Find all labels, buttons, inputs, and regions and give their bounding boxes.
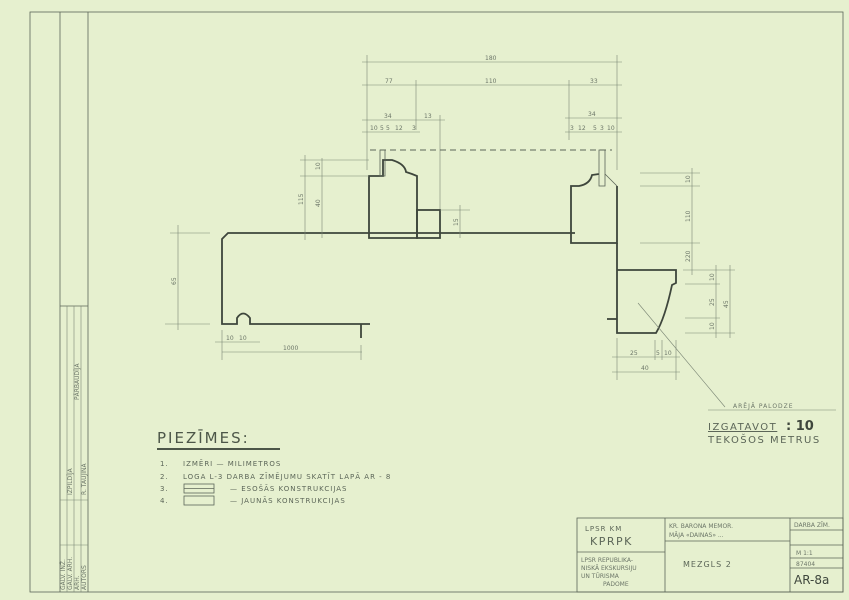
strip-text: R. TAUJINA	[81, 463, 88, 495]
dim-10: 10	[709, 322, 716, 330]
note-num: 2.	[160, 473, 169, 481]
left-section-profile: 115 10 40 15 65 10 10 1000	[165, 149, 575, 360]
dim-10: 10	[709, 273, 716, 281]
dim-small: 12	[578, 125, 586, 132]
right-section-profile: 10 110 220 10 25 45 10 25 5 10 40	[570, 149, 836, 411]
note-num: 1.	[160, 460, 169, 468]
dim-25: 25	[630, 350, 638, 357]
dim-10: 10	[239, 335, 247, 342]
leader-label: ARĒJĀ PALODZE	[733, 403, 794, 410]
note-text: LOGA L-3 DARBA ZĪMĒJUMU SKATĪT LAPĀ AR -…	[183, 472, 391, 481]
dim-left-34: 34	[384, 113, 392, 120]
notes-title: PIEZĪMES:	[157, 429, 250, 447]
note-num: 4.	[160, 497, 169, 505]
make-label: IZGATAVOT	[708, 422, 777, 433]
project-name: KR. BARONA MEMOR.	[669, 523, 733, 530]
dim-45: 45	[723, 300, 730, 308]
dim-small: 5	[386, 125, 390, 132]
dim-small: 5	[593, 125, 597, 132]
dim-115: 115	[298, 193, 305, 205]
project-name: MĀJA «DAINAS» ...	[669, 532, 724, 539]
dim-small: 5	[380, 125, 384, 132]
drawing-code: 87404	[796, 561, 815, 568]
dim-right-34: 34	[588, 111, 596, 118]
sheet-title: MEZGLS 2	[683, 560, 732, 569]
title-block: LPSR KM KPRPK LPSR REPUBLIKA- NISKĀ EKSK…	[576, 517, 844, 593]
make-qty: : 10	[786, 419, 814, 434]
note-text: — ESOŠĀS KONSTRUKCIJAS	[230, 484, 348, 493]
org-name: LPSR KM	[585, 525, 622, 533]
strip-text: AUTORS	[81, 565, 88, 590]
strip-text: PĀRBAUDĪJA	[74, 362, 81, 400]
notes: PIEZĪMES: 1. IZMĒRI — MILIMETROS 2. LOGA…	[157, 429, 391, 506]
dim-small: 3	[570, 125, 574, 132]
unit-label: TEKOŠOS METRUS	[707, 433, 821, 446]
dim-small: 3	[412, 125, 416, 132]
dim-small: 10	[607, 125, 615, 132]
dim-15: 15	[453, 218, 460, 226]
dim-10: 10	[315, 162, 322, 170]
dim-110: 110	[685, 210, 692, 222]
callout: ARĒJĀ PALODZE IZGATAVOT : 10 TEKOŠOS MET…	[707, 403, 821, 446]
dim-10: 10	[685, 175, 692, 183]
dim-40: 40	[641, 365, 649, 372]
new-construction-swatch	[183, 495, 215, 506]
dim-overall: 180	[485, 55, 497, 62]
note-text: IZMĒRI — MILIMETROS	[183, 459, 281, 468]
strip-text: IZPILDĪJA	[67, 467, 74, 495]
dim-small: 10	[370, 125, 378, 132]
strip-text: GALV. ARH.	[67, 557, 74, 590]
dim-5: 5	[656, 350, 660, 357]
dim-left-13: 13	[424, 113, 432, 120]
outer-frame	[29, 11, 844, 593]
org-line: LPSR REPUBLIKA-	[581, 557, 633, 564]
dim-middle: 110	[485, 78, 497, 85]
scale: M 1:1	[796, 550, 813, 557]
org-abbr: KPRPK	[590, 535, 633, 548]
org-line: NISKĀ EKSKURSIJU	[581, 565, 637, 572]
note-num: 3.	[160, 485, 169, 493]
sheet-number: AR-8a	[794, 573, 829, 587]
dim-small: 12	[395, 125, 403, 132]
sheet-type: DARBA ZĪM.	[794, 522, 830, 529]
side-strip-text: GALV. INŽ. GALV. ARH. ARH. AUTORS IZPILD…	[59, 362, 88, 590]
dim-220: 220	[685, 250, 692, 262]
strip-text: GALV. INŽ.	[59, 559, 67, 590]
dim-10: 10	[226, 335, 234, 342]
dim-40: 40	[315, 199, 322, 207]
dim-25: 25	[709, 298, 716, 306]
top-dimensions: 180 77 110 33 34 13 34 10 5 5 12 3 3 12 …	[362, 55, 622, 210]
dim-right-part: 33	[590, 78, 598, 85]
note-text: — JAUNĀS KONSTRUKCIJAS	[230, 496, 346, 505]
dim-10: 10	[664, 350, 672, 357]
org-line: UN TŪRISMA	[581, 573, 620, 580]
strip-text: ARH.	[74, 575, 81, 590]
dim-65: 65	[171, 277, 178, 285]
dim-1000: 1000	[283, 345, 298, 352]
dim-left-part: 77	[385, 78, 393, 85]
org-line: PADOME	[603, 581, 629, 588]
dim-small: 3	[600, 125, 604, 132]
